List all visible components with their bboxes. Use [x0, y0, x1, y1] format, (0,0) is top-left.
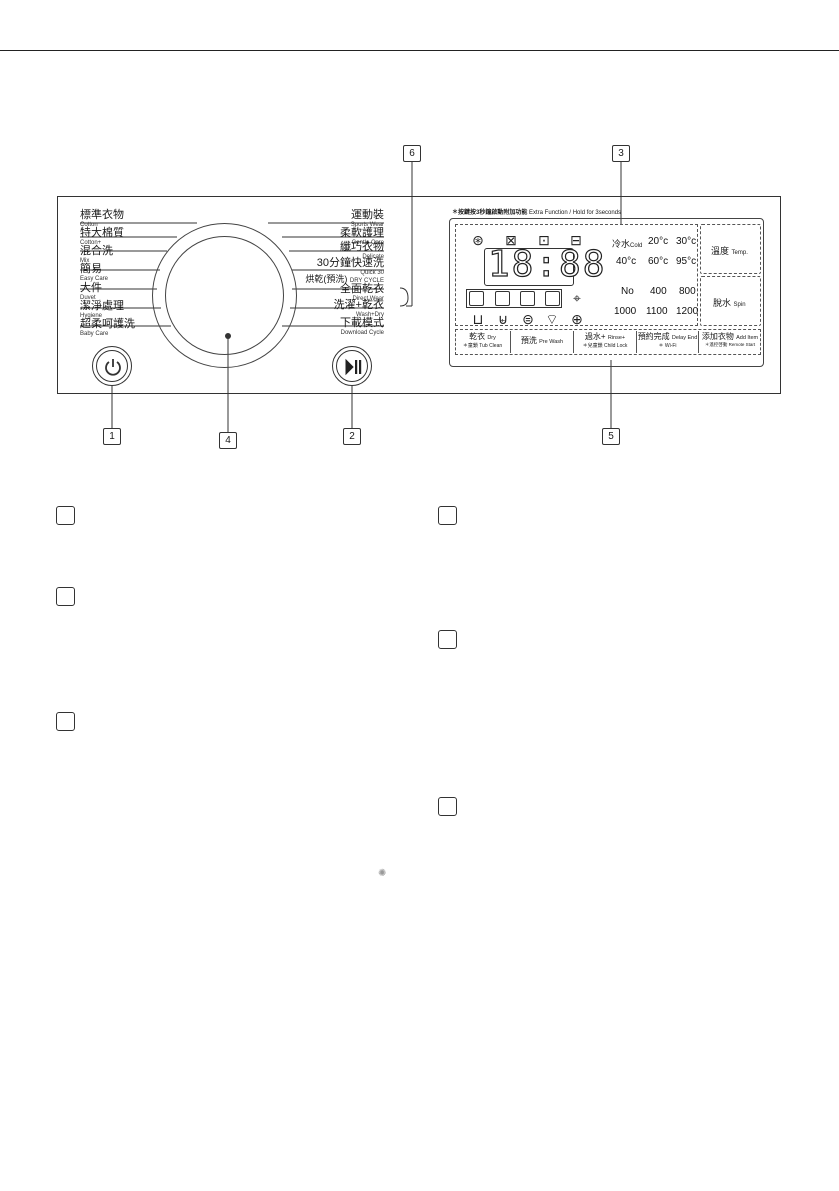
extra-function-note: ＊按鍵按3秒鐘啟動附加功能 Extra Function / Hold for …	[452, 210, 622, 216]
drum-icon: ⊛	[472, 232, 484, 248]
callout-6: 6	[403, 145, 421, 162]
dry-icon	[545, 291, 560, 306]
tub-icon: ⊌	[497, 311, 509, 327]
temp-60: 60°c	[648, 256, 669, 267]
legend-box-6	[438, 797, 457, 816]
shirt-stack-icon: ⊟	[570, 232, 582, 248]
temp-95: 95°c	[676, 256, 697, 267]
callout-2: 2	[343, 428, 361, 445]
program-right-5: 烘乾(預洗) DRY CYCLE	[305, 274, 384, 284]
spin-400: 400	[650, 286, 667, 297]
delay-end-button[interactable]: 預約完成 Delay End ＊ Wi-Fi	[637, 331, 699, 353]
dry-button[interactable]: 乾衣 Dry ＊童鎖 Tub Clean	[455, 331, 511, 353]
spin-no: No	[621, 286, 634, 297]
callout-3: 3	[612, 145, 630, 162]
option-buttons-row	[455, 329, 761, 355]
spin-1100: 1100	[646, 306, 668, 317]
rinse-plus-button[interactable]: 過水+ Rinse+ ＊兒童鎖 Child Lock	[574, 331, 637, 353]
legend-box-2	[56, 587, 75, 606]
start-pause-button[interactable]	[332, 346, 372, 386]
temp-cold-label: 冷水Cold	[612, 239, 643, 249]
time-display-frame	[484, 248, 574, 286]
blink-icon: ✺	[378, 868, 387, 879]
callout-4: 4	[219, 432, 237, 449]
time-display: 18:88	[487, 243, 607, 285]
callout-1: 1	[103, 428, 121, 445]
door-lock-icon: ⌖	[573, 290, 581, 306]
legend-box-4	[438, 506, 457, 525]
rinse-icon	[495, 291, 510, 306]
legend-box-3	[56, 712, 75, 731]
display-panel	[449, 218, 764, 367]
add-item-button[interactable]: 添加衣物 Add Item ＊遙控啓動 Remote Start	[701, 332, 759, 347]
cycle-progress-frame	[466, 289, 562, 308]
play-pause-icon	[345, 358, 362, 376]
shirt-steam-icon: ⊡	[538, 232, 550, 248]
display-main-area	[455, 224, 698, 326]
dial-center-dot	[225, 333, 231, 339]
spin-800: 800	[679, 286, 696, 297]
smart-diagnosis-icon: ⊕	[571, 311, 583, 327]
basin-icon: ⊔	[472, 311, 484, 327]
temp-40: 40°c	[616, 256, 637, 267]
control-panel	[57, 196, 781, 394]
spin-button[interactable]: 脫水 Spin	[700, 276, 761, 326]
prewash-button[interactable]: 預洗 Pre Wash	[511, 331, 574, 353]
wifi-icon: ⌔	[545, 311, 559, 327]
spin-icon	[520, 291, 535, 306]
tub-clean-icon: ⊜	[522, 311, 534, 327]
shirt-icon: ⊠	[505, 232, 517, 248]
power-button[interactable]	[92, 346, 132, 386]
spin-1200: 1200	[676, 306, 699, 317]
leader-lines	[80, 162, 622, 432]
power-icon	[105, 359, 121, 376]
top-rule	[0, 50, 839, 51]
spin-1000: 1000	[614, 306, 637, 317]
legend-box-1	[56, 506, 75, 525]
program-dial[interactable]	[152, 223, 297, 368]
callout-5: 5	[602, 428, 620, 445]
program-dial-knob[interactable]	[165, 236, 284, 355]
temp-30: 30°c	[676, 236, 697, 247]
temp-20: 20°c	[648, 236, 669, 247]
legend-box-5	[438, 630, 457, 649]
temp-button[interactable]: 溫度 Temp.	[700, 224, 761, 274]
wash-icon	[469, 291, 484, 306]
